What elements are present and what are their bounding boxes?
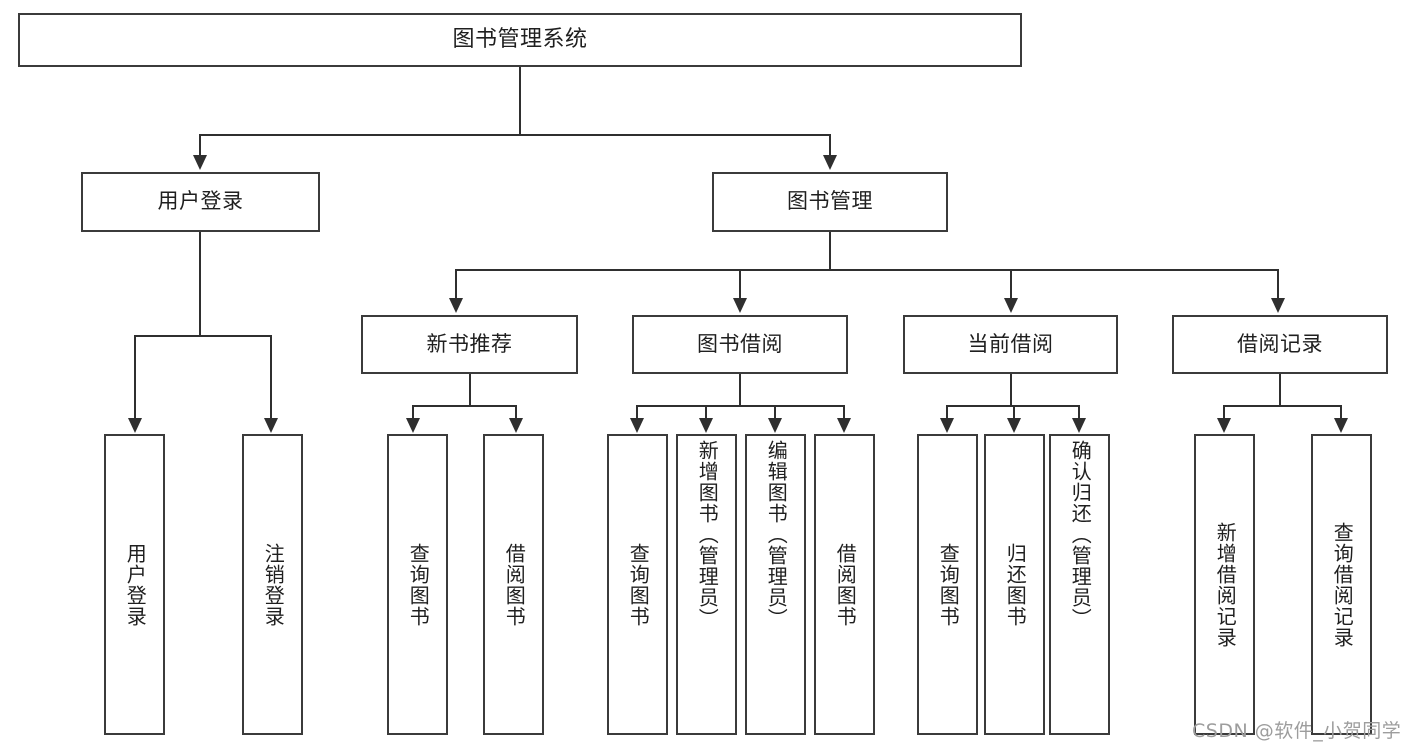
connector-record-leaf2 [1340,405,1342,419]
connector-login-leaf2 [270,335,272,419]
arrow-borrow-leaf1 [630,418,644,433]
arrow-bookmgmt-to-current [1004,298,1018,313]
node-label: 查询图书 [406,542,431,627]
node-book-management[interactable]: 图书管理 [712,172,948,232]
arrow-record-leaf2 [1334,418,1348,433]
arrow-bookmgmt-to-record [1271,298,1285,313]
node-root-system[interactable]: 图书管理系统 [18,13,1022,67]
connector-borrow-leaf2 [705,405,707,419]
leaf-logout[interactable]: 注销登录 [242,434,303,735]
arrow-login-leaf1 [128,418,142,433]
arrow-current-leaf2 [1007,418,1021,433]
node-label: 图书管理系统 [452,26,588,52]
arrow-current-leaf3 [1072,418,1086,433]
leaf-current-query-book[interactable]: 查询图书 [917,434,978,735]
node-label: 借阅图书 [833,542,858,627]
connector-newbook-bus [412,405,517,407]
connector-bookmgmt-to-borrow [739,269,741,299]
connector-bookmgmt-to-newbook [455,269,457,299]
node-label: 确认归还（管理员） [1068,440,1093,629]
node-current-borrow[interactable]: 当前借阅 [903,315,1118,374]
node-label: 注销登录 [261,542,286,627]
arrow-newbook-leaf1 [406,418,420,433]
connector-record-bus [1223,405,1342,407]
connector-record-leaf1 [1223,405,1225,419]
leaf-current-confirm-return[interactable]: 确认归还（管理员） [1049,434,1110,735]
node-user-login[interactable]: 用户登录 [81,172,320,232]
arrow-borrow-leaf2 [699,418,713,433]
node-label: 新增图书（管理员） [695,440,720,629]
connector-bookmgmt-to-current [1010,269,1012,299]
arrow-borrow-leaf4 [837,418,851,433]
node-label: 查询借阅记录 [1330,521,1355,648]
arrow-bookmgmt-to-borrow [733,298,747,313]
arrow-borrow-leaf3 [768,418,782,433]
connector-current-leaf1 [946,405,948,419]
node-label: 借阅记录 [1237,331,1323,356]
connector-borrow-stem [739,374,741,406]
connector-current-leaf2 [1013,405,1015,419]
connector-borrow-leaf4 [843,405,845,419]
connector-current-leaf3 [1078,405,1080,419]
node-label: 用户登录 [157,189,244,214]
leaf-borrow-borrow-book[interactable]: 借阅图书 [814,434,875,735]
node-label: 归还图书 [1003,542,1028,627]
connector-bookmgmt-stem [829,232,831,271]
leaf-newbook-query-book[interactable]: 查询图书 [387,434,448,735]
connector-newbook-stem [469,374,471,406]
leaf-borrow-add-book[interactable]: 新增图书（管理员） [676,434,737,735]
arrow-current-leaf1 [940,418,954,433]
arrow-record-leaf1 [1217,418,1231,433]
arrow-root-to-bookmgmt [823,155,837,170]
connector-bookmgmt-to-record [1277,269,1279,299]
connector-root-bus [199,134,831,136]
leaf-record-add-record[interactable]: 新增借阅记录 [1194,434,1255,735]
leaf-user-login[interactable]: 用户登录 [104,434,165,735]
arrow-login-leaf2 [264,418,278,433]
arrow-bookmgmt-to-newbook [449,298,463,313]
node-label: 图书管理 [787,189,873,214]
node-label: 新书推荐 [426,331,513,356]
arrow-newbook-leaf2 [509,418,523,433]
connector-current-stem [1010,374,1012,406]
leaf-borrow-query-book[interactable]: 查询图书 [607,434,668,735]
connector-root-to-login [199,134,201,156]
connector-record-stem [1279,374,1281,406]
node-label: 查询图书 [936,542,961,627]
node-label: 用户登录 [123,542,148,627]
node-label: 当前借阅 [967,331,1054,356]
node-label: 查询图书 [626,542,651,627]
node-label: 新增借阅记录 [1213,521,1238,648]
connector-borrow-bus [636,405,845,407]
connector-borrow-leaf3 [774,405,776,419]
connector-root-to-bookmgmt [829,134,831,156]
node-label: 编辑图书（管理员） [764,440,789,629]
leaf-borrow-edit-book[interactable]: 编辑图书（管理员） [745,434,806,735]
connector-root-stem [519,67,521,135]
connector-bookmgmt-bus [455,269,1279,271]
connector-login-bus [134,335,272,337]
leaf-record-query-record[interactable]: 查询借阅记录 [1311,434,1372,735]
node-label: 借阅图书 [502,542,527,627]
connector-borrow-leaf1 [636,405,638,419]
connector-newbook-leaf2 [515,405,517,419]
connector-login-stem [199,232,201,336]
node-new-book-recommend[interactable]: 新书推荐 [361,315,578,374]
leaf-current-return-book[interactable]: 归还图书 [984,434,1045,735]
node-book-borrow[interactable]: 图书借阅 [632,315,848,374]
arrow-root-to-login [193,155,207,170]
connector-newbook-leaf1 [412,405,414,419]
leaf-newbook-borrow-book[interactable]: 借阅图书 [483,434,544,735]
node-label: 图书借阅 [697,331,783,356]
connector-login-leaf1 [134,335,136,419]
node-borrow-record[interactable]: 借阅记录 [1172,315,1388,374]
